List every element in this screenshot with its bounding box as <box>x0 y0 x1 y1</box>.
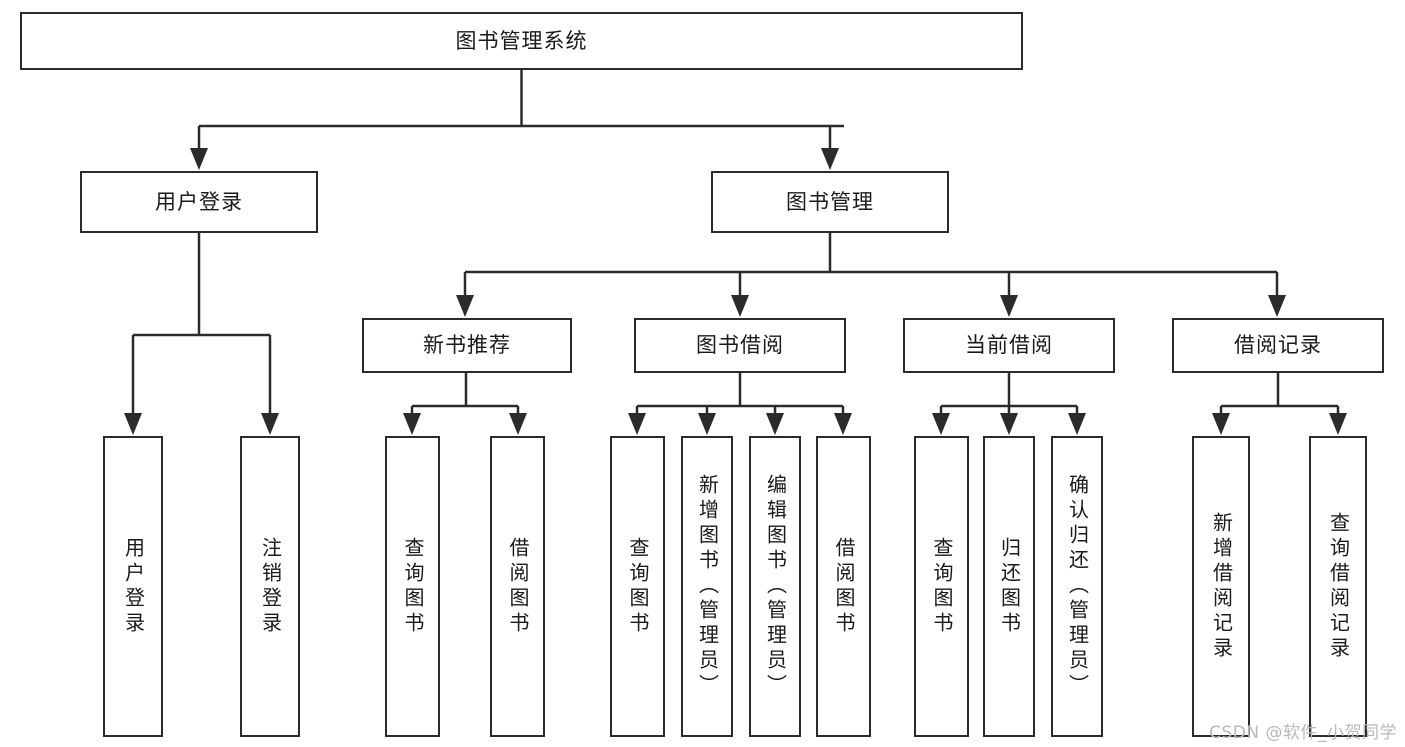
arrow-to-leaf-5 <box>628 413 646 435</box>
arrow-to-borrow <box>731 295 749 317</box>
arrow-to-leaf-2 <box>261 413 279 435</box>
node-label: 新书推荐 <box>423 333 511 358</box>
node-label: 归还图书 <box>997 536 1022 637</box>
arrow-to-book-mgmt <box>821 148 839 170</box>
node-label: 当前借阅 <box>965 333 1053 358</box>
node-label: 编辑图书（管理员） <box>763 474 788 699</box>
node-label: 查询图书 <box>626 536 650 637</box>
root-node-图书管理系统-0[interactable]: 图书管理系统 <box>20 12 1023 70</box>
arrow-to-leaf-8 <box>834 413 852 435</box>
node-label: 借阅图书 <box>832 536 856 637</box>
arrow-to-leaf-9 <box>932 413 950 435</box>
node-label: 确认归还（管理员） <box>1065 474 1090 699</box>
arrow-to-record <box>1268 295 1286 317</box>
node-label: 图书借阅 <box>696 333 784 358</box>
node-label: 图书管理系统 <box>455 28 588 53</box>
node-label: 用户登录 <box>155 189 243 214</box>
leaf-node-查询图书-8[interactable]: 查询图书 <box>914 436 969 737</box>
arrow-to-user-login <box>190 148 208 170</box>
level2-node-图书管理-1[interactable]: 图书管理 <box>711 171 949 233</box>
arrow-to-new-book <box>456 295 474 317</box>
node-label: 借阅记录 <box>1234 333 1322 358</box>
node-label: 用户登录 <box>121 536 146 637</box>
leaf-node-借阅图书-7[interactable]: 借阅图书 <box>816 436 871 737</box>
node-label: 查询借阅记录 <box>1326 511 1351 662</box>
arrow-to-leaf-12 <box>1212 413 1230 435</box>
arrow-heads <box>124 148 1347 435</box>
level2-node-用户登录-0[interactable]: 用户登录 <box>80 171 318 233</box>
leaf-node-查询借阅记录-12[interactable]: 查询借阅记录 <box>1309 436 1367 737</box>
leaf-node-注销登录-1[interactable]: 注销登录 <box>240 436 300 737</box>
node-label: 借阅图书 <box>506 536 530 637</box>
level3-node-图书借阅-1[interactable]: 图书借阅 <box>634 318 846 373</box>
node-label: 注销登录 <box>258 536 283 637</box>
arrow-to-leaf-4 <box>509 413 527 435</box>
leaf-node-借阅图书-3[interactable]: 借阅图书 <box>490 436 545 737</box>
level3-node-当前借阅-2[interactable]: 当前借阅 <box>903 318 1115 373</box>
leaf-node-新增借阅记录-11[interactable]: 新增借阅记录 <box>1192 436 1250 737</box>
arrow-to-leaf-11 <box>1068 413 1086 435</box>
arrow-to-leaf-13 <box>1329 413 1347 435</box>
arrow-to-leaf-10 <box>1000 413 1018 435</box>
leaf-node-确认归还管理员-10[interactable]: 确认归还（管理员） <box>1051 436 1103 737</box>
leaf-node-查询图书-2[interactable]: 查询图书 <box>385 436 440 737</box>
level3-node-借阅记录-3[interactable]: 借阅记录 <box>1172 318 1384 373</box>
arrow-to-leaf-6 <box>698 413 716 435</box>
leaf-node-编辑图书管理员-6[interactable]: 编辑图书（管理员） <box>749 436 801 737</box>
node-label: 新增图书（管理员） <box>695 474 720 699</box>
leaf-node-归还图书-9[interactable]: 归还图书 <box>983 436 1035 737</box>
leaf-node-用户登录-0[interactable]: 用户登录 <box>103 436 163 737</box>
node-label: 查询图书 <box>401 536 425 637</box>
arrow-to-leaf-1 <box>124 413 142 435</box>
level3-node-新书推荐-0[interactable]: 新书推荐 <box>362 318 572 373</box>
node-label: 查询图书 <box>930 536 954 637</box>
leaf-node-新增图书管理员-5[interactable]: 新增图书（管理员） <box>681 436 733 737</box>
arrow-to-leaf-3 <box>403 413 421 435</box>
arrow-to-current <box>1000 295 1018 317</box>
node-label: 新增借阅记录 <box>1209 511 1234 662</box>
arrow-to-leaf-7 <box>766 413 784 435</box>
node-label: 图书管理 <box>786 189 874 214</box>
leaf-node-查询图书-4[interactable]: 查询图书 <box>610 436 665 737</box>
connector-lines <box>131 70 1340 427</box>
